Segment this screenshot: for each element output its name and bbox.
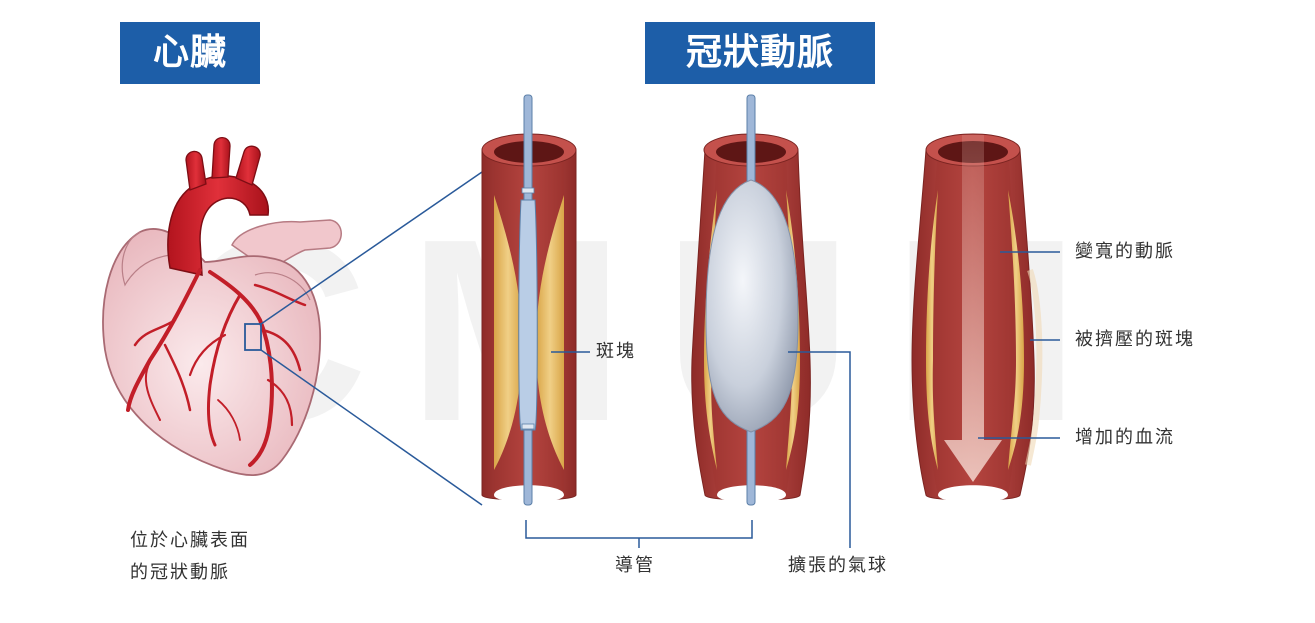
label-widened-artery: 變寬的動脈 xyxy=(1075,241,1175,262)
heart-title: 心臟 xyxy=(120,22,260,84)
label-catheter: 導管 xyxy=(615,555,655,576)
label-increased-flow: 增加的血流 xyxy=(1075,427,1175,448)
zoom-line-top xyxy=(260,171,483,325)
heart-illustration xyxy=(102,136,342,476)
blood-flow-arrow xyxy=(944,135,1002,482)
coronary-title: 冠狀動脈 xyxy=(645,22,875,84)
heart-caption-line1: 位於心臟表面 xyxy=(130,530,250,551)
label-plaque: 斑塊 xyxy=(596,341,636,362)
balloon-leader xyxy=(788,351,851,548)
catheter-bracket xyxy=(525,520,753,539)
vessel-narrowed xyxy=(481,94,577,506)
artery-highlight-box xyxy=(244,323,262,351)
heart-caption-line2: 的冠狀動脈 xyxy=(130,562,230,583)
label-compressed-plaque: 被擠壓的斑塊 xyxy=(1075,329,1195,350)
label-balloon: 擴張的氣球 xyxy=(788,555,888,576)
vessel-balloon xyxy=(691,94,811,506)
zoom-line-bottom xyxy=(260,349,483,506)
vessel-widened xyxy=(911,133,1043,503)
